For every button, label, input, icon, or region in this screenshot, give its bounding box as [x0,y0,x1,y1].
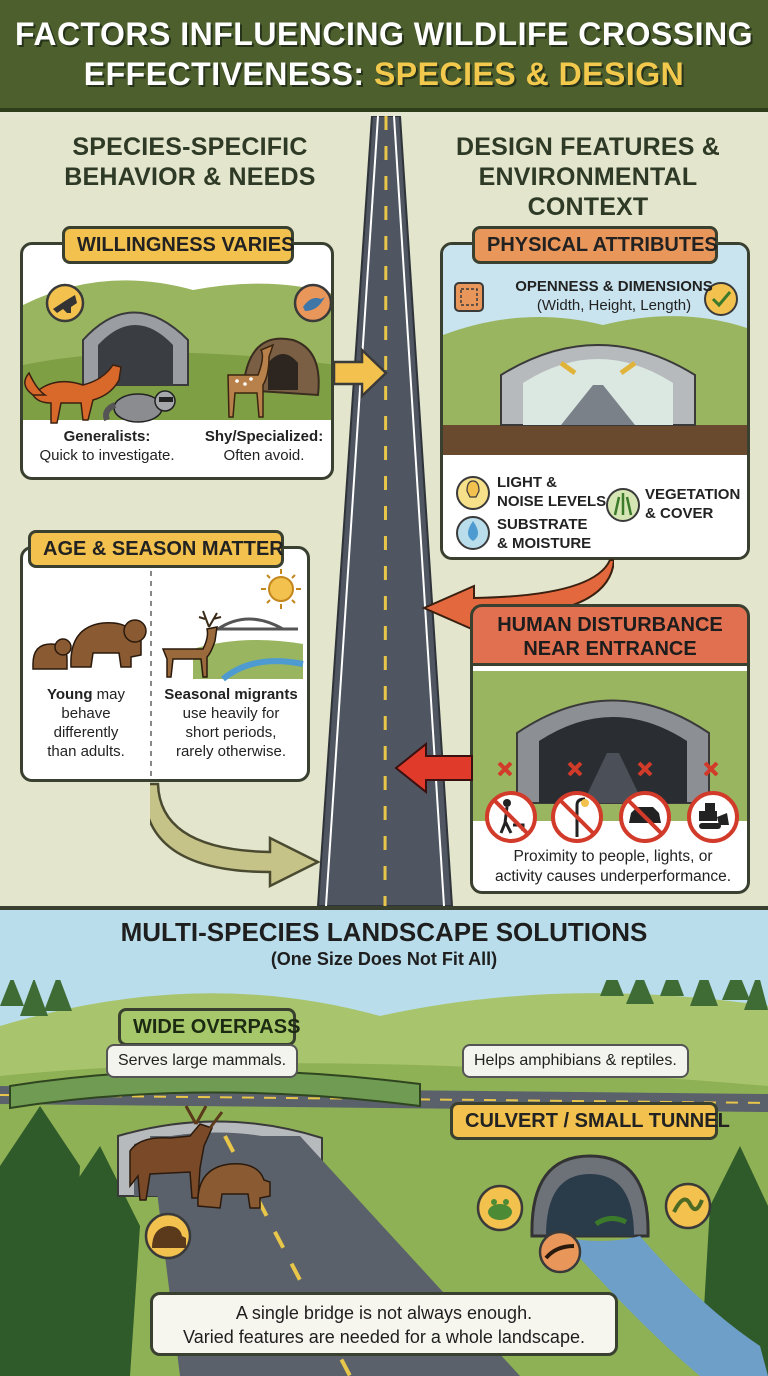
street-lamp-icon [551,791,603,843]
openness-block: OPENNESS & DIMENSIONS (Width, Height, Le… [499,277,729,315]
overpass-bubble: Serves large mammals. [106,1044,299,1078]
disturbance-tag-line-1: HUMAN DISTURBANCE [497,614,723,636]
generalists-text: Quick to investigate. [39,447,175,464]
sun-icon [261,569,301,609]
fox-figure [24,364,122,424]
newt-figure [594,1216,628,1227]
substrate-line-1: SUBSTRATE [497,516,588,533]
disturbance-caption: Proximity to people, lights, or activity… [477,847,747,887]
banner-subtitle: (One Size Does Not Fit All) [270,949,498,969]
title-line-2: EFFECTIVENESS: SPECIES & DESIGN [0,54,768,94]
openness-sub: (Width, Height, Length) [536,297,692,314]
young-rest: may [92,686,126,703]
footer-note: A single bridge is not always enough. Va… [150,1292,618,1356]
substrate-label: SUBSTRATE & MOISTURE [497,515,591,553]
left-column-title: SPECIES-SPECIFIC BEHAVIOR & NEEDS [40,132,340,192]
snake-icon [664,1182,712,1230]
seasonal-line-3: short periods, [185,724,277,741]
left-title-line-1: SPECIES-SPECIFIC [72,133,308,161]
checkmark-icon [704,282,738,316]
generalists-block: Generalists: Quick to investigate. [27,427,187,465]
car-icon [619,791,671,843]
shy-label: Shy/Specialized: [204,428,324,445]
title-prefix: EFFECTIVENESS: [83,56,365,92]
seasonal-block: Seasonal migrants use heavily for short … [153,685,307,761]
arrow-left-red [394,741,473,795]
disturbance-tag: HUMAN DISTURBANCE NEAR ENTRANCE [470,604,750,666]
young-line-3: differently [53,724,119,741]
lightbulb-icon [456,476,490,510]
physical-attributes-tag: PHYSICAL ATTRIBUTES [472,226,718,264]
fox-icon [45,283,85,323]
bear-cub-figure [32,638,72,670]
light-line-2: NOISE LEVELS [497,493,607,510]
moose-figure [129,1105,224,1201]
grass-icon [606,488,640,522]
willingness-card: Generalists: Quick to investigate. Shy/S… [20,242,334,480]
raccoon-figure [103,390,176,423]
title-accent: SPECIES & DESIGN [373,56,685,92]
dimensions-icon [454,282,484,312]
young-bold: Young [46,686,93,703]
shy-text: Often avoid. [223,447,305,464]
young-block: Young may behave differently than adults… [27,685,145,761]
vegetation-line-1: VEGETATION [645,486,741,503]
seasonal-bold: Seasonal migrants [164,686,298,703]
bird-icon [293,283,331,323]
right-title-line-2: ENVIRONMENTAL CONTEXT [478,163,698,221]
light-line-1: LIGHT & [497,474,557,491]
seasonal-line-4: rarely otherwise. [175,743,287,760]
adult-bear-figure [70,619,147,668]
page-header: FACTORS INFLUENCING WILDLIFE CROSSING EF… [0,0,768,112]
overpass-tag: WIDE OVERPASS [118,1008,300,1046]
frog-icon [476,1184,524,1232]
left-title-line-2: BEHAVIOR & NEEDS [64,163,316,191]
openness-title: OPENNESS & DIMENSIONS [515,278,713,295]
physical-attributes-card: OPENNESS & DIMENSIONS (Width, Height, Le… [440,242,750,560]
right-column-title: DESIGN FEATURES & ENVIRONMENTAL CONTEXT [428,132,748,222]
caption-line-1: Proximity to people, lights, or [513,848,713,865]
caption-line-2: activity causes underperformance. [494,868,732,885]
bulldozer-icon [687,791,739,843]
willingness-tag: WILLINGNESS VARIES [62,226,294,264]
seasonal-line-2: use heavily for [182,705,280,722]
bear-figure [197,1163,271,1209]
title-line-1: FACTORS INFLUENCING WILDLIFE CROSSING [15,16,753,52]
substrate-line-2: & MOISTURE [497,535,592,552]
right-title-line-1: DESIGN FEATURES & [455,133,721,161]
banner-title: MULTI-SPECIES LANDSCAPE SOLUTIONS [120,917,648,947]
age-season-tag: AGE & SEASON MATTER [28,530,284,568]
water-drop-icon [456,516,490,550]
young-line-2: behave [61,705,111,722]
deer-fawn-figure [227,343,275,418]
age-season-illustration [32,569,304,779]
age-season-card: Young may behave differently than adults… [20,546,310,782]
culvert-bubble: Helps amphibians & reptiles. [462,1044,689,1078]
light-noise-label: LIGHT & NOISE LEVELS [497,473,606,511]
disturbance-tag-line-2: NEAR ENTRANCE [523,638,697,660]
young-line-4: than adults. [47,743,125,760]
footer-line-2: Varied features are needed for a whole l… [183,1327,585,1347]
person-with-dog-icon [485,791,537,843]
elk-figure [161,610,222,678]
bear-badge-icon [144,1212,192,1260]
willingness-illustration [23,280,331,424]
footer-line-1: A single bridge is not always enough. [235,1303,533,1323]
shy-block: Shy/Specialized: Often avoid. [189,427,331,465]
disturbance-illustration [473,671,747,843]
physical-illustration [443,245,747,557]
arrow-curved-olive [150,782,321,889]
vegetation-line-2: & COVER [645,505,714,522]
arrow-right-yellow [334,347,388,399]
vegetation-label: VEGETATION & COVER [645,485,740,523]
generalists-label: Generalists: [63,428,151,445]
culvert-tag: CULVERT / SMALL TUNNEL [450,1102,730,1140]
salamander-icon [538,1230,582,1274]
lower-banner: MULTI-SPECIES LANDSCAPE SOLUTIONS (One S… [0,906,768,980]
